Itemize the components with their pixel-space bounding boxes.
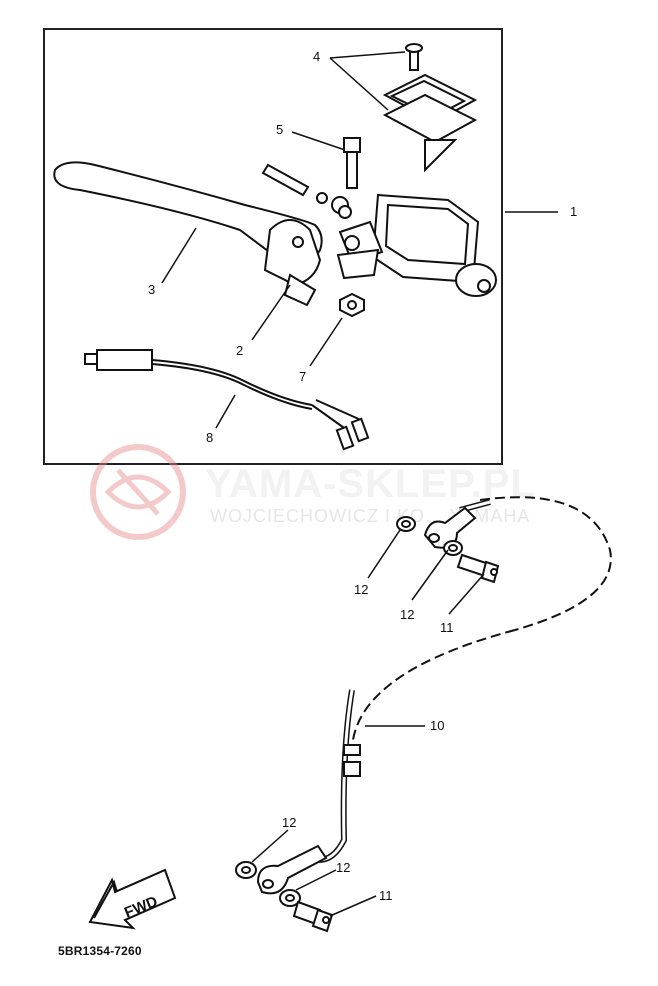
callout-7: 7 <box>299 369 307 384</box>
brake-switch <box>84 349 370 451</box>
watermark-title: YAMA-SKLEP.PL <box>205 462 536 506</box>
callout-1: 1 <box>570 204 578 219</box>
fwd-arrow-icon <box>88 868 177 930</box>
pivot-bolt <box>343 137 361 189</box>
callout-4: 4 <box>313 49 321 64</box>
reservoir-cap <box>382 43 478 173</box>
callout-12-lower-right: 12 <box>336 860 351 875</box>
brake-hose <box>318 496 612 863</box>
pushrod <box>261 163 352 219</box>
lock-nut <box>339 292 365 318</box>
leader-lines <box>161 51 558 917</box>
brake-lever <box>53 161 323 307</box>
callout-12-upper-left: 12 <box>354 582 369 597</box>
callout-12-upper-right: 12 <box>400 607 415 622</box>
callout-12-lower-left: 12 <box>282 815 297 830</box>
lower-banjo-fittings <box>235 844 334 933</box>
upper-banjo-fittings <box>396 506 500 584</box>
callout-10: 10 <box>430 718 445 733</box>
yama-sklep-logo-icon <box>90 444 186 540</box>
callout-3: 3 <box>148 282 156 297</box>
callout-11-lower: 11 <box>379 888 393 903</box>
assembly-frame <box>43 28 503 465</box>
callout-8: 8 <box>206 430 214 445</box>
callout-5: 5 <box>276 122 284 137</box>
diagram-code: 5BR1354-7260 <box>58 944 142 958</box>
callout-2: 2 <box>236 343 244 358</box>
callout-11-upper: 11 <box>440 620 454 635</box>
master-cylinder <box>336 193 497 297</box>
